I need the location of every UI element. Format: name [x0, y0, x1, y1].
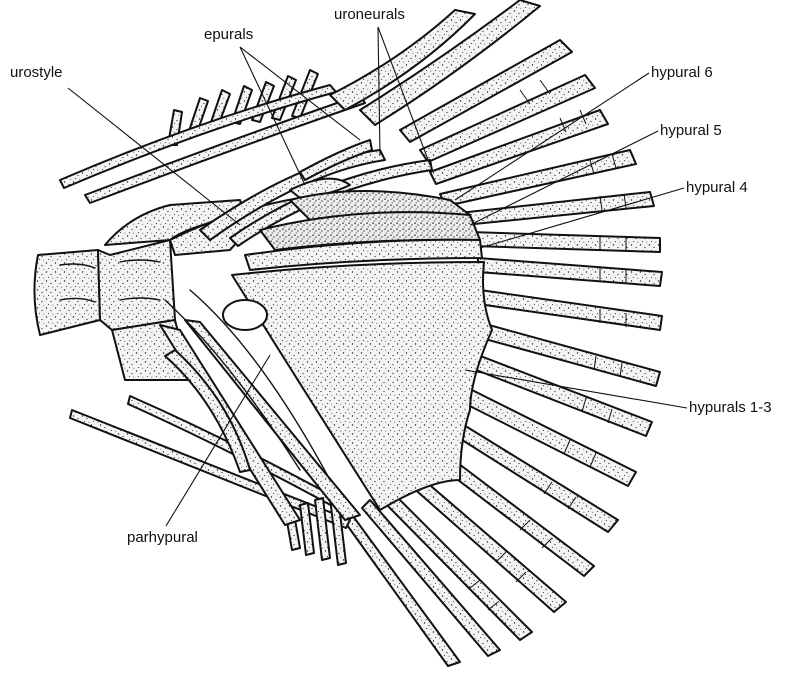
label-parhypural: parhypural	[127, 529, 198, 546]
foramen	[223, 300, 267, 330]
label-hypural-5: hypural 5	[660, 122, 722, 139]
label-urostyle: urostyle	[10, 64, 63, 81]
vertebra-1	[34, 250, 100, 335]
vertebra-2	[98, 240, 175, 330]
lower-procurrent-rays	[70, 396, 350, 565]
label-epurals: epurals	[204, 26, 253, 43]
label-hypural-6: hypural 6	[651, 64, 713, 81]
label-hypurals-1-3: hypurals 1-3	[689, 399, 772, 416]
label-hypural-4: hypural 4	[686, 179, 748, 196]
label-uroneurals: uroneurals	[334, 6, 405, 23]
